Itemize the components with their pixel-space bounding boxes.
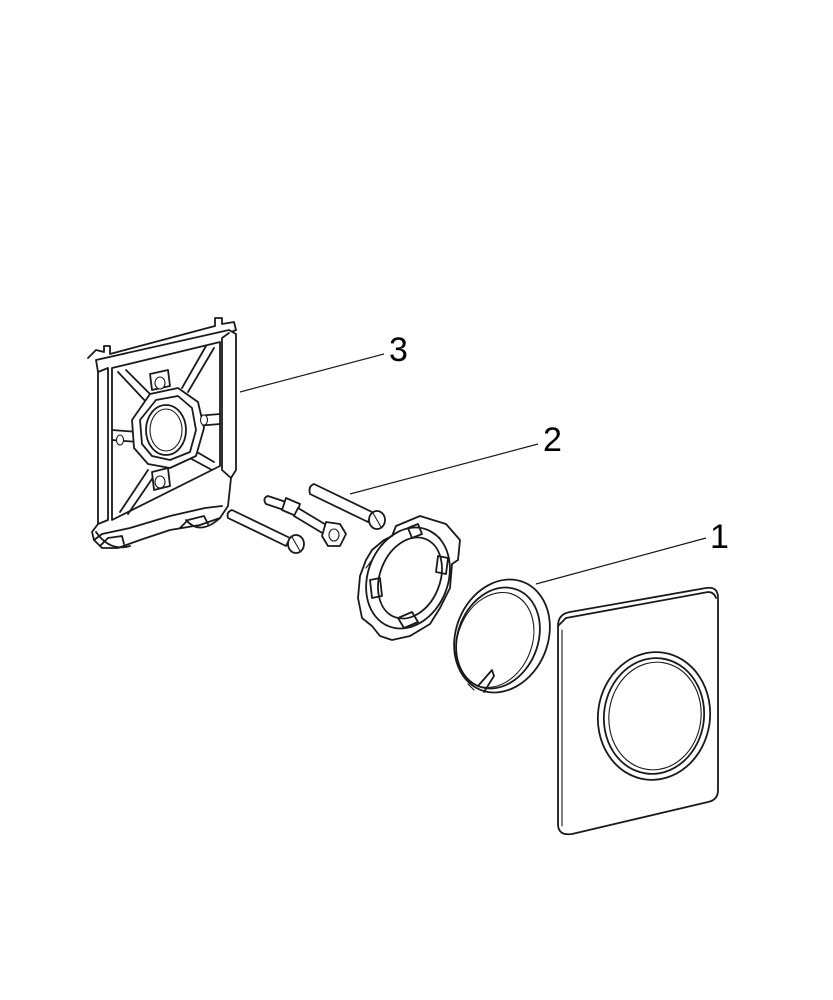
screw-set xyxy=(226,483,386,554)
callout-1: 1 xyxy=(535,518,729,585)
callout-3: 3 xyxy=(239,331,408,393)
callout-label-1: 1 xyxy=(710,518,729,556)
button-ring xyxy=(453,578,551,694)
leader-line-2 xyxy=(349,443,539,495)
retaining-ring xyxy=(357,515,461,641)
flush-plate xyxy=(557,586,719,836)
screw-long-back xyxy=(308,483,386,530)
leader-line-3 xyxy=(239,353,385,393)
callout-label-2: 2 xyxy=(543,421,562,459)
screw-long-front xyxy=(226,509,305,554)
callout-label-3: 3 xyxy=(389,331,408,369)
callout-2: 2 xyxy=(349,421,562,495)
mounting-frame xyxy=(87,317,237,549)
screw-middle-with-nut xyxy=(263,495,347,547)
leader-line-1 xyxy=(535,537,707,585)
